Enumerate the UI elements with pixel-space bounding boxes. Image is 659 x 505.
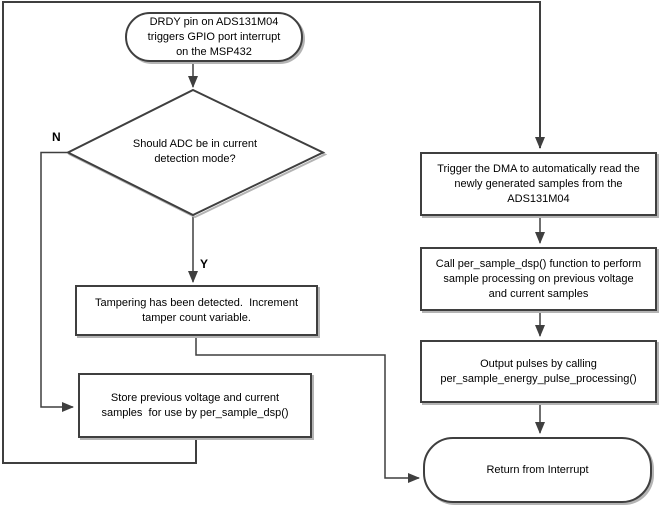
node-store-box: Store previous voltage and current sampl…	[78, 373, 312, 438]
node-return-label: Return from Interrupt	[486, 463, 589, 476]
node-dsp-box: Call per_sample_dsp() function to perfor…	[420, 247, 657, 311]
node-start-label: DRDY pin on ADS131M04 triggers GPIO port…	[147, 15, 281, 58]
branch-label-no: N	[52, 130, 61, 144]
node-dma-label: Trigger the DMA to automatically read th…	[437, 162, 640, 205]
node-tamper-box: Tampering has been detected. Increment t…	[75, 285, 318, 336]
node-dma-box: Trigger the DMA to automatically read th…	[420, 152, 657, 216]
decision-diamond	[65, 88, 326, 217]
branch-label-yes: Y	[200, 257, 209, 271]
node-decision-text: Should ADC be in current detection mode?	[103, 137, 287, 167]
node-dsp-label: Call per_sample_dsp() function to perfor…	[435, 257, 642, 300]
node-store-label: Store previous voltage and current sampl…	[101, 391, 289, 419]
node-tamper-label: Tampering has been detected. Increment t…	[94, 296, 298, 324]
node-pulse-label: Output pulses by calling per_sample_ener…	[440, 357, 637, 385]
node-pulse-box: Output pulses by calling per_sample_ener…	[420, 340, 657, 403]
node-start-terminator: DRDY pin on ADS131M04 triggers GPIO port…	[125, 12, 303, 62]
node-return-terminator: Return from Interrupt	[423, 437, 652, 503]
edge-decision-no-to-store	[40, 151, 74, 412]
edge-tamper-to-return	[195, 336, 420, 483]
node-decision-label: Should ADC be in current detection mode?	[132, 138, 258, 165]
edge-store-to-dma	[2, 1, 545, 464]
